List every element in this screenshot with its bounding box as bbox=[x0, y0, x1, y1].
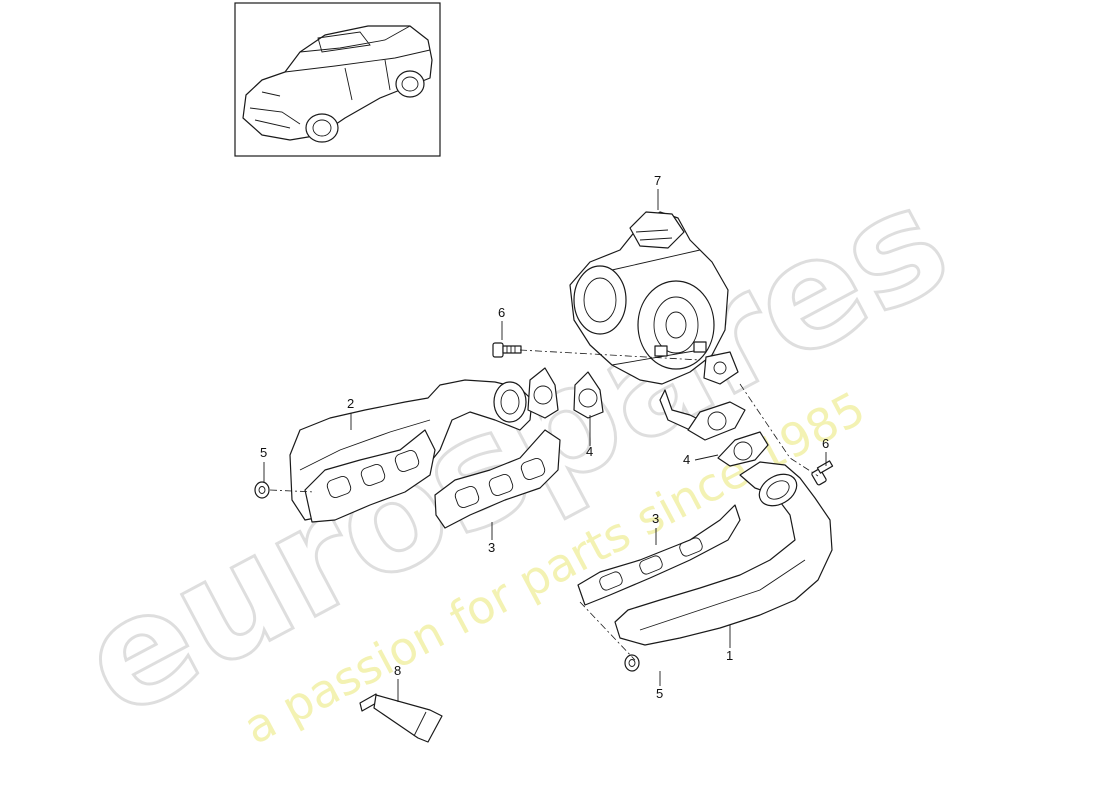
part-flange-gasket-lower-2 bbox=[717, 431, 769, 467]
callout-4a[interactable]: 4 bbox=[586, 444, 593, 459]
part-gasket-right bbox=[577, 504, 741, 606]
callout-3a[interactable]: 3 bbox=[488, 540, 495, 555]
callout-3b[interactable]: 3 bbox=[652, 511, 659, 526]
callout-1[interactable]: 1 bbox=[726, 648, 733, 663]
watermark: eurospares a passion for parts since 198… bbox=[54, 151, 976, 754]
turbo-stud-left bbox=[654, 345, 668, 357]
part-bolt-upper bbox=[492, 342, 522, 358]
part-bolt-right bbox=[811, 460, 834, 486]
part-flange-gasket-upper-2 bbox=[573, 371, 604, 419]
part-sealant-tube bbox=[359, 693, 443, 743]
car-icon bbox=[242, 25, 433, 143]
part-flange-gasket-lower bbox=[687, 401, 746, 441]
callout-2[interactable]: 2 bbox=[347, 396, 354, 411]
callout-5b[interactable]: 5 bbox=[656, 686, 663, 701]
callout-8[interactable]: 8 bbox=[394, 663, 401, 678]
part-gasket-left-inner bbox=[304, 429, 436, 523]
callout-5a[interactable]: 5 bbox=[260, 445, 267, 460]
part-nut-left bbox=[254, 481, 270, 499]
vehicle-thumbnail bbox=[234, 2, 441, 157]
turbo-stud-right bbox=[693, 341, 707, 353]
alignment-lines bbox=[269, 349, 819, 661]
callouts: 1 2 3 3 3 4 4 5 5 6 6 7 8 bbox=[260, 173, 829, 701]
callout-6a[interactable]: 6 bbox=[498, 305, 505, 320]
callout-6b[interactable]: 6 bbox=[822, 436, 829, 451]
callout-7[interactable]: 7 bbox=[654, 173, 661, 188]
watermark-brand: eurospares bbox=[55, 153, 974, 752]
part-gasket-left-outer bbox=[434, 429, 561, 529]
part-exhaust-manifold-right bbox=[614, 461, 833, 646]
callout-4b[interactable]: 4 bbox=[683, 452, 690, 467]
leader-lines bbox=[263, 189, 827, 702]
part-turbocharger bbox=[569, 211, 739, 431]
part-flange-gasket-upper bbox=[527, 367, 559, 419]
part-nut-right bbox=[624, 654, 640, 672]
